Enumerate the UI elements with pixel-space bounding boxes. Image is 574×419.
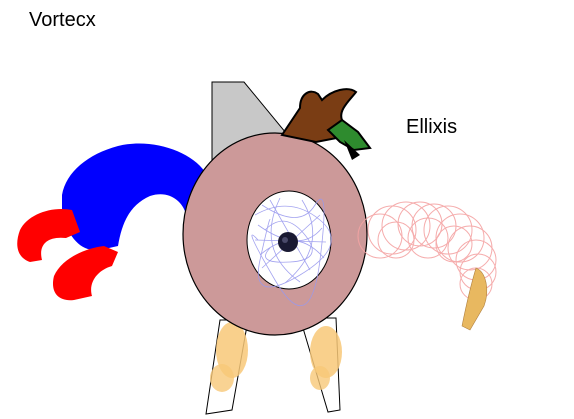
blue-arm-with-red-claws-icon (17, 143, 206, 301)
ellixis-label: Ellixis (406, 116, 458, 138)
thruster-flames-icon (205, 317, 342, 415)
scribbled-eye-core-icon (246, 190, 332, 307)
pink-spiral-tail-icon (357, 201, 497, 331)
brown-horned-head-icon (280, 88, 372, 160)
vortecx-label: Vortecx (29, 9, 96, 31)
